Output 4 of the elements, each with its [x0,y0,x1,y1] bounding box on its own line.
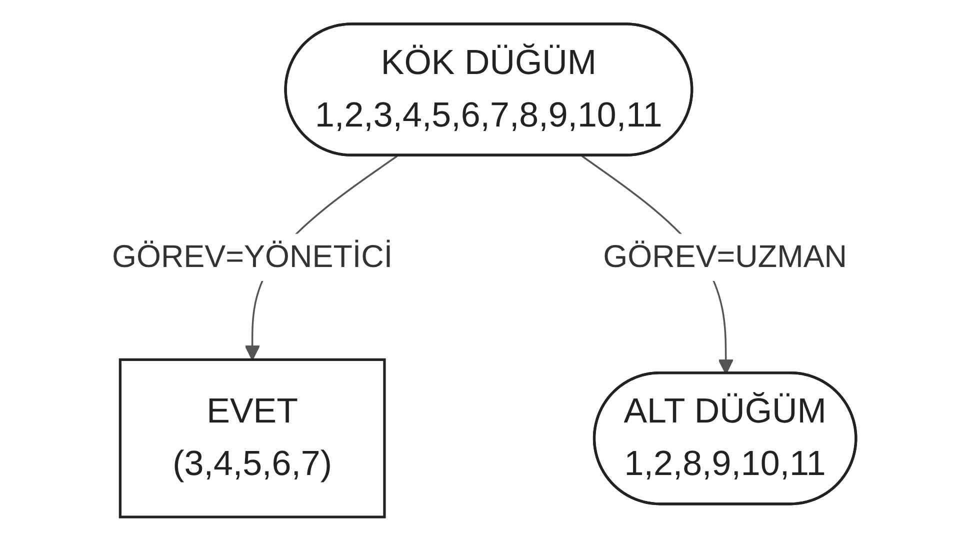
decision-tree-diagram: GÖREV=YÖNETİCİ GÖREV=UZMAN KÖK DÜĞÜM 1,2,3,4,5,6,7,8,9,10,11 EVET (3,4,5,6,7) ALT DÜĞÜM 1,2,8,9,10,11 [98,10,870,531]
node-box [118,358,386,518]
edge-label: GÖREV=YÖNETİCİ [112,239,392,274]
edge-label: GÖREV=UZMAN [602,239,847,274]
